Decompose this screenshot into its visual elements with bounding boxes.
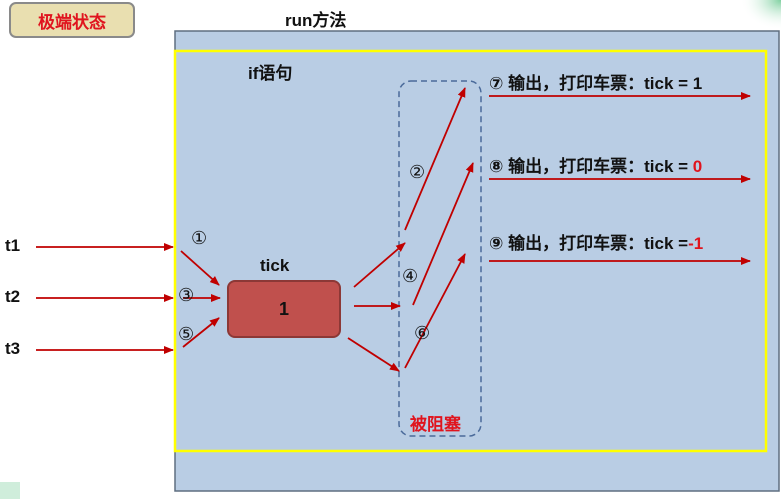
- thread-label-t1: t1: [5, 236, 21, 255]
- arrow-step-2: [404, 87, 466, 231]
- arrow-step-6: [404, 253, 466, 369]
- arrow-step-5: [182, 317, 220, 348]
- tick-value-box: 1: [227, 280, 341, 338]
- output-text-7: 输出，打印车票：tick =: [503, 74, 693, 93]
- step-marker-5: ⑤: [178, 324, 195, 344]
- output-value-7: 1: [692, 74, 703, 93]
- blocked-label: 被阻塞: [410, 415, 461, 434]
- output-text-8: 输出，打印车票：tick =: [503, 157, 693, 176]
- if-statement-region: [173, 49, 768, 453]
- tick-value: 1: [278, 298, 289, 319]
- run-method-title: run方法: [285, 11, 347, 30]
- step-marker-4: ④: [402, 266, 419, 286]
- output-line-9: ⑨ 输出，打印车票：tick =-1: [489, 229, 703, 254]
- step-marker-3: ③: [178, 285, 195, 305]
- output-value-8: 0: [692, 157, 703, 176]
- tick-label: tick: [260, 256, 290, 275]
- step-marker-2: ②: [409, 162, 426, 182]
- step-marker-1: ①: [191, 228, 208, 248]
- output-number-7: ⑦: [489, 74, 504, 93]
- arrow-step-4: [412, 162, 474, 306]
- output-value-9: -1: [688, 234, 704, 253]
- corner-glow-top: [740, 0, 781, 30]
- arrow-out-lower: [347, 337, 400, 372]
- output-number-9: ⑨: [489, 234, 504, 253]
- output-line-7: ⑦ 输出，打印车票：tick = 1: [489, 69, 702, 94]
- if-statement-title: if语句: [248, 64, 293, 83]
- extreme-state-badge: 极端状态: [9, 2, 135, 38]
- arrow-out-upper: [353, 242, 406, 288]
- arrow-step-1: [180, 250, 220, 286]
- blocked-region: [398, 80, 482, 437]
- step-marker-6: ⑥: [414, 323, 431, 343]
- output-text-9: 输出，打印车票：tick =: [503, 234, 689, 253]
- thread-label-t3: t3: [5, 339, 21, 358]
- corner-glow-bottom: [0, 482, 20, 499]
- thread-label-t2: t2: [5, 287, 21, 306]
- output-number-8: ⑧: [489, 157, 504, 176]
- output-line-8: ⑧ 输出，打印车票：tick = 0: [489, 152, 702, 177]
